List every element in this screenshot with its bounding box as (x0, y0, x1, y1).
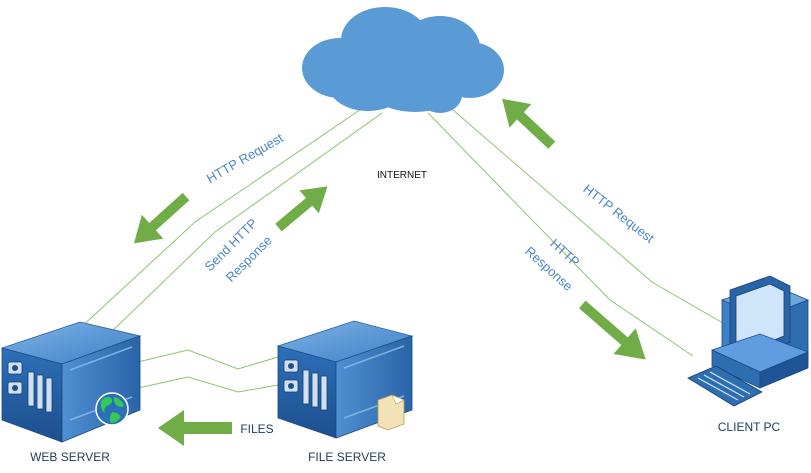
arrow-files-icon (158, 410, 232, 446)
keyboard-icon (687, 365, 763, 407)
client-pc-label: CLIENT PC (718, 420, 781, 434)
arrow-http-request-left-icon (133, 192, 190, 244)
connection-lines (77, 96, 729, 393)
globe-icon (95, 392, 129, 426)
link-internet-client-outer (437, 96, 729, 327)
link-internet-web-server-inner (104, 112, 383, 339)
client-pc-icon (710, 275, 810, 389)
link-web-file-server-top (137, 349, 279, 370)
document-icon (377, 394, 405, 431)
arrow-http-request-right-icon (502, 98, 556, 149)
internet-cloud-icon (302, 7, 504, 113)
internet-label: INTERNET (377, 170, 427, 181)
file-server-label: FILE SERVER (308, 450, 386, 464)
web-server-label: WEB SERVER (30, 450, 110, 464)
http-request-left-label: HTTP Request (204, 130, 286, 186)
link-internet-web-server-outer (77, 102, 371, 331)
link-internet-client-inner (427, 112, 694, 357)
link-web-file-server-bottom (137, 376, 279, 393)
arrow-send-http-response-icon (275, 186, 328, 232)
arrow-http-response-right-icon (579, 300, 646, 360)
http-request-right-label: HTTP Request (580, 181, 657, 246)
files-label: FILES (240, 422, 273, 436)
